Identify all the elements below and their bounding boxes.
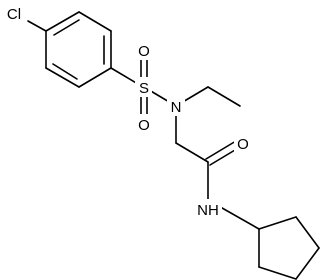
atom-chlorine: Cl bbox=[3, 4, 25, 24]
bond-ring-c1-c2 bbox=[45, 11, 80, 32]
bond-cyclopentyl-c1-c2 bbox=[258, 216, 297, 230]
bond-cyclopentyl-c3-c4 bbox=[295, 247, 320, 280]
atom-sulfonyl-oxygen-lower: O bbox=[134, 114, 152, 134]
bond-ethyl-ch2-to-ch3 bbox=[207, 86, 241, 107]
bond-methylene-to-carbonyl bbox=[175, 142, 209, 163]
atom-sulfonyl-oxygen-upper: O bbox=[134, 40, 152, 60]
atom-amide-nitrogen: NH bbox=[194, 199, 222, 219]
bond-ring-c5-c6 bbox=[45, 67, 80, 88]
atom-sulfur-bg bbox=[135, 77, 152, 97]
bond-ring-c4-c5 bbox=[78, 67, 112, 88]
bond-ring-inner-double-1 bbox=[53, 19, 80, 36]
atom-chlorine-label: Cl bbox=[7, 6, 21, 23]
bond-ring-c2-c3 bbox=[78, 11, 112, 32]
bond-carbonyl-double-a bbox=[205, 140, 237, 160]
bond-cyclopentyl-c4-c5 bbox=[258, 266, 297, 280]
cyclopentyl-ring bbox=[258, 216, 320, 280]
atom-amide-nitrogen-bg bbox=[194, 199, 222, 219]
atom-carbonyl-oxygen-bg bbox=[234, 133, 252, 153]
bond-cyclopentyl-c2-c3 bbox=[295, 216, 320, 249]
atom-sulfonyl-oxygen-lower-label: O bbox=[138, 117, 150, 134]
bond-ring-to-chlorine bbox=[27, 20, 47, 32]
atom-amide-nitrogen-label: NH bbox=[197, 202, 219, 219]
atom-sulfonyl-oxygen-upper-bg bbox=[134, 40, 152, 60]
atom-sulfonamide-nitrogen-label: N bbox=[171, 99, 182, 116]
bond-ring-inner-double-3 bbox=[52, 63, 78, 80]
chlorophenyl-ring bbox=[45, 11, 112, 88]
atom-sulfur-label: S bbox=[139, 80, 149, 97]
atom-sulfonamide-nitrogen: N bbox=[167, 96, 185, 116]
atom-carbonyl-oxygen-label: O bbox=[237, 136, 249, 153]
atom-sulfonyl-oxygen-lower-bg bbox=[134, 114, 152, 134]
atom-chlorine-bg bbox=[3, 4, 25, 24]
atom-carbonyl-oxygen: O bbox=[234, 133, 252, 153]
atom-sulfur: S bbox=[135, 77, 152, 97]
atom-sulfonyl-oxygen-upper-label: O bbox=[138, 43, 150, 60]
atom-sulfonamide-nitrogen-bg bbox=[167, 96, 185, 116]
